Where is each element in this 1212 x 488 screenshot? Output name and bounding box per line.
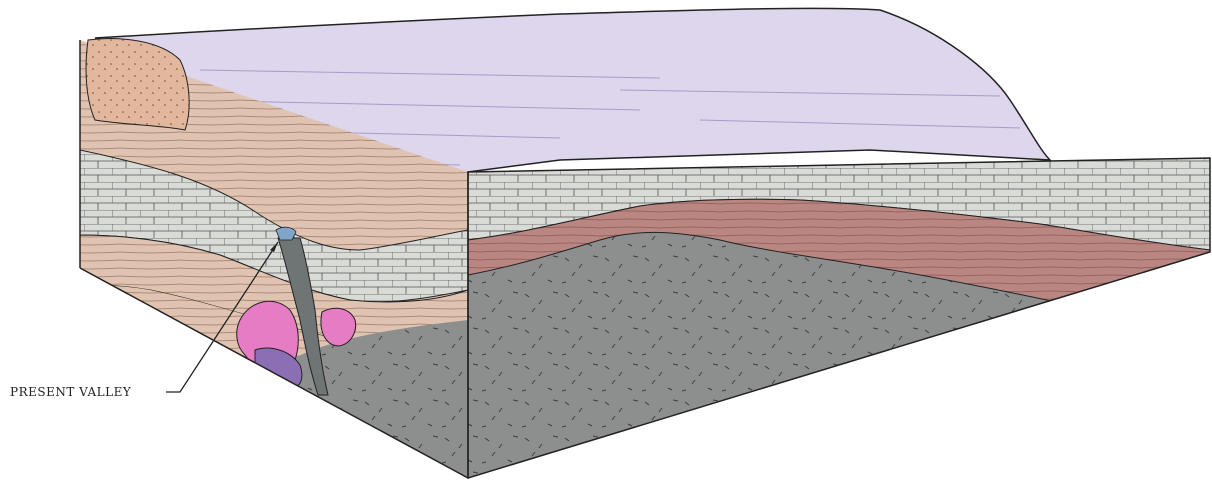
valley-water — [276, 227, 296, 240]
present-valley-label: PRESENT VALLEY — [10, 385, 131, 399]
front-face-strata — [460, 150, 1212, 488]
